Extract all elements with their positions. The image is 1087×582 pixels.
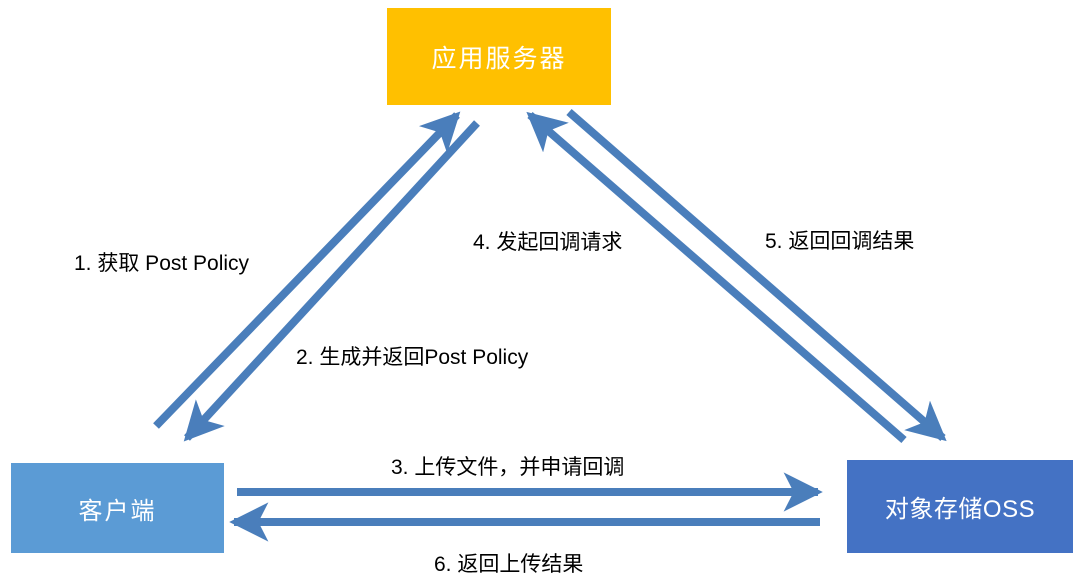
node-app-server-label: 应用服务器 <box>431 44 567 73</box>
edge-arrow-5 <box>566 108 947 442</box>
node-client[interactable]: 客户端 <box>11 463 224 553</box>
node-oss[interactable]: 对象存储OSS <box>847 460 1073 553</box>
node-app-server[interactable]: 应用服务器 <box>387 8 611 105</box>
edge-label-4: 4. 发起回调请求 <box>473 231 623 254</box>
node-client-label: 客户端 <box>78 497 157 525</box>
edge-label-6: 6. 返回上传结果 <box>434 553 584 576</box>
node-oss-label: 对象存储OSS <box>884 496 1036 523</box>
edge-label-5: 5. 返回回调结果 <box>765 230 915 253</box>
edge-arrow-2 <box>183 120 480 442</box>
edge-label-2: 2. 生成并返回Post Policy <box>296 346 529 369</box>
edge-arrow-4 <box>526 111 907 444</box>
edge-label-3: 3. 上传文件，并申请回调 <box>391 456 625 479</box>
edge-label-1: 1. 获取 Post Policy <box>74 252 250 275</box>
